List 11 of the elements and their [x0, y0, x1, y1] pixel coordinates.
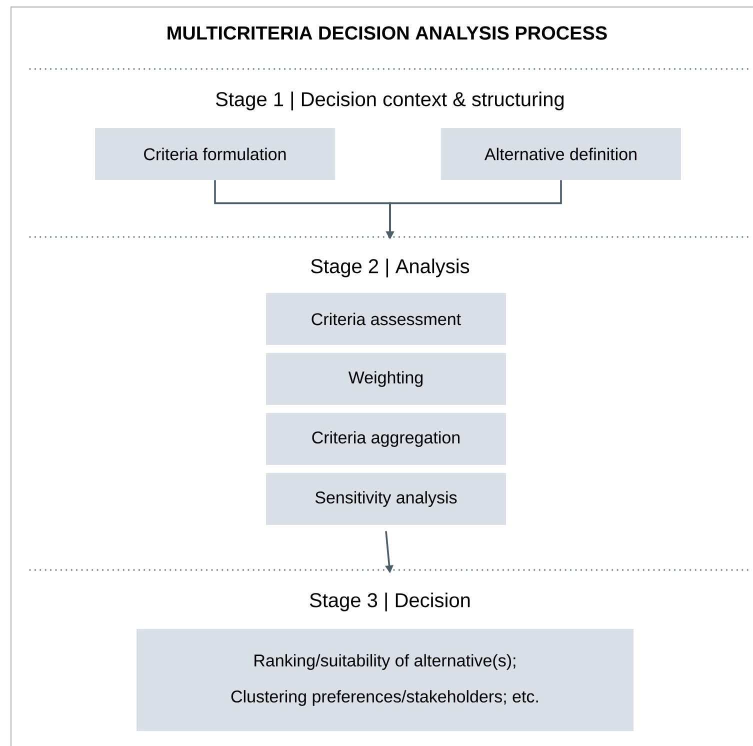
process-box: Alternative definition	[441, 128, 681, 180]
stage-heading: Stage 2 | Analysis	[311, 258, 470, 278]
stage-heading: Stage 1 | Decision context & structuring	[216, 92, 564, 110]
stage-heading: Stage 3 | Decision	[310, 592, 470, 612]
process-box: Ranking/suitability of alternative(s); Clustering preferences/stakeholders; etc.	[136, 628, 634, 731]
process-box: Sensitivity analysis	[266, 472, 506, 525]
process-box: Weighting	[266, 352, 506, 405]
process-box: Criteria formulation	[95, 128, 335, 180]
process-box: Criteria assessment	[266, 293, 506, 345]
process-box: Criteria aggregation	[266, 412, 506, 465]
title: MULTICRITERIA DECISION ANALYSIS PROCESS	[168, 26, 607, 40]
